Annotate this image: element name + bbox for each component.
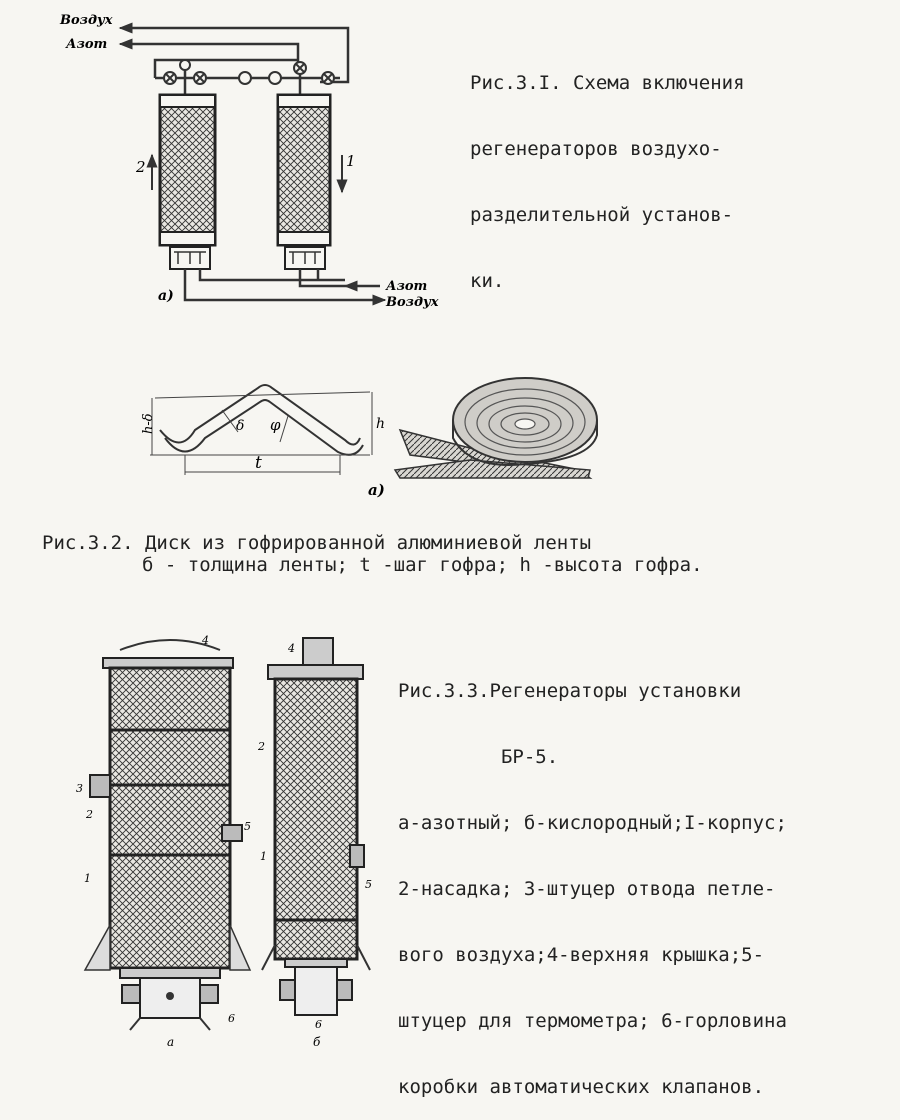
- flow-label-left: 2: [135, 158, 146, 176]
- subfig-a-label: а: [167, 1035, 174, 1049]
- caption-line: ки.: [470, 270, 505, 292]
- regenerators-br5-drawing: 4 3 2 1 5 6 а 4 2 1 5 6 б: [76, 634, 372, 1049]
- caption-line: разделительной установ-: [470, 204, 734, 226]
- regenerator-column-left: [158, 93, 217, 247]
- label-nitrogen-bottom: Азот: [385, 279, 427, 294]
- callout-6: 6: [315, 1018, 322, 1031]
- caption-line: регенераторов воздухо-: [470, 138, 722, 160]
- dim-height-delta: h-δ: [141, 413, 156, 434]
- coiled-ribbon-illustration: [393, 377, 598, 480]
- callout-4: 4: [287, 642, 295, 655]
- fig2-caption-line1: Рис.3.2. Диск из гофрированной алюминиев…: [42, 532, 592, 554]
- regenerator-scheme-diagram: 2 1 Воздух Азот Азот Воздух а): [59, 13, 439, 310]
- caption-line: штуцер для термометра; 6-горловина: [398, 1010, 787, 1032]
- caption-line: а-азотный; б-кислородный;I-корпус;: [398, 812, 787, 834]
- flow-label-right: 1: [346, 152, 356, 170]
- caption-line: коробки автоматических клапанов.: [398, 1076, 765, 1098]
- callout-4: 4: [201, 634, 209, 647]
- fig2-caption-line2: б - толщина ленты; t -шаг гофра; h -высо…: [142, 554, 703, 576]
- subfig-b-label: б: [313, 1035, 321, 1049]
- callout-5: 5: [244, 820, 251, 833]
- regenerator-nitrogen: 4 3 2 1 5 6 а: [76, 634, 252, 1049]
- callout-3: 3: [76, 782, 83, 795]
- regenerator-oxygen: 4 2 1 5 6 б: [257, 637, 372, 1049]
- caption-line: вого воздуха;4-верхняя крышка;5-: [398, 944, 765, 966]
- callout-1: 1: [84, 872, 91, 885]
- label-nitrogen-top: Азот: [65, 37, 107, 52]
- subfig-label: а): [158, 288, 174, 304]
- callout-1: 1: [260, 850, 267, 863]
- callout-2: 2: [257, 740, 265, 753]
- subfig-label: а): [368, 481, 385, 499]
- callout-2: 2: [85, 808, 93, 821]
- corrugated-disc-diagram: t h h-δ δ φ а): [141, 377, 598, 499]
- callout-5: 5: [365, 878, 372, 891]
- angle-phi: φ: [270, 416, 281, 434]
- label-air-bottom: Воздух: [385, 295, 439, 310]
- caption-line: Рис.3.I. Схема включения: [470, 72, 745, 94]
- fig1-caption: Рис.3.I. Схема включения регенераторов в…: [470, 28, 745, 314]
- dim-height: h: [376, 416, 385, 432]
- fig3-caption: Рис.3.3.Регенераторы установки БР-5. а-а…: [398, 636, 787, 1120]
- label-air-top: Воздух: [59, 13, 113, 28]
- caption-line: Рис.3.3.Регенераторы установки: [398, 680, 742, 702]
- angle-delta: δ: [236, 418, 244, 434]
- caption-line: БР-5.: [398, 746, 559, 768]
- callout-6: 6: [228, 1012, 235, 1025]
- dim-pitch: t: [255, 453, 262, 473]
- caption-line: 2-насадка; 3-штуцер отвода петле-: [398, 878, 776, 900]
- regenerator-column-right: [276, 93, 332, 247]
